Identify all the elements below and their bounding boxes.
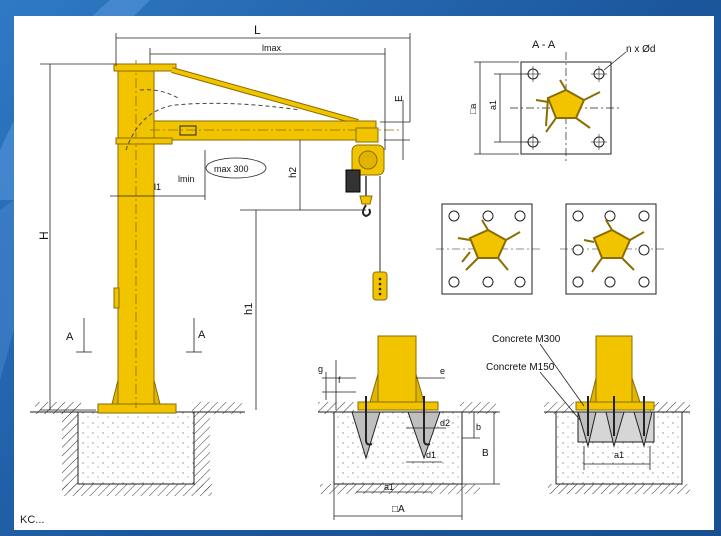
electric-hoist <box>345 127 388 301</box>
label-nxd: n x Ød <box>626 44 655 55</box>
label-lmax: lmax <box>262 43 282 53</box>
column-cap <box>113 63 177 72</box>
label-b: b <box>476 422 481 432</box>
jib-boom <box>153 120 377 141</box>
jib-crane-drawing: L lmax H E h2 h1 l1 lmin max 300 A A <box>30 23 690 520</box>
drawing-panel: L lmax H E h2 h1 l1 lmin max 300 A A <box>14 16 714 530</box>
max300-callout <box>205 157 267 179</box>
label-a1-bottom: a1 <box>384 482 394 492</box>
foundation-detail-2 <box>539 335 690 494</box>
label-a-left: □a <box>468 104 478 114</box>
label-g: g <box>318 364 323 374</box>
label-a1-left: a1 <box>488 100 498 110</box>
base-plate <box>97 403 177 414</box>
pendant-control <box>372 271 388 301</box>
label-a1-right: a1 <box>614 450 624 460</box>
label-f: f <box>338 375 341 385</box>
label-h2: h2 <box>288 166 299 178</box>
label-B: B <box>482 448 489 459</box>
label-section: A - A <box>532 39 556 51</box>
label-H: H <box>37 231 51 240</box>
main-crane <box>30 33 411 496</box>
label-concrete-m300: Concrete M300 <box>492 334 561 345</box>
label-lmin: lmin <box>178 174 195 184</box>
label-A-left: A <box>66 331 74 343</box>
label-concrete-m150: Concrete M150 <box>486 362 555 373</box>
footer-code: KC... <box>20 514 45 526</box>
label-d2: d2 <box>440 418 450 428</box>
section-a-a <box>474 51 627 162</box>
label-e: e <box>440 366 445 376</box>
label-l1: l1 <box>154 182 161 192</box>
label-max300: max 300 <box>214 164 249 174</box>
plate-variant-1 <box>436 203 540 295</box>
plate-variant-2 <box>560 203 664 295</box>
label-h1: h1 <box>243 303 255 315</box>
label-E: E <box>394 95 405 102</box>
main-dimensions <box>40 33 411 411</box>
ground-hatch <box>30 402 245 496</box>
label-d1: d1 <box>426 450 436 460</box>
label-L: L <box>254 23 261 37</box>
label-A-right: A <box>198 329 206 341</box>
label-boxA: □A <box>392 504 405 515</box>
foundation-detail-1 <box>318 335 500 520</box>
